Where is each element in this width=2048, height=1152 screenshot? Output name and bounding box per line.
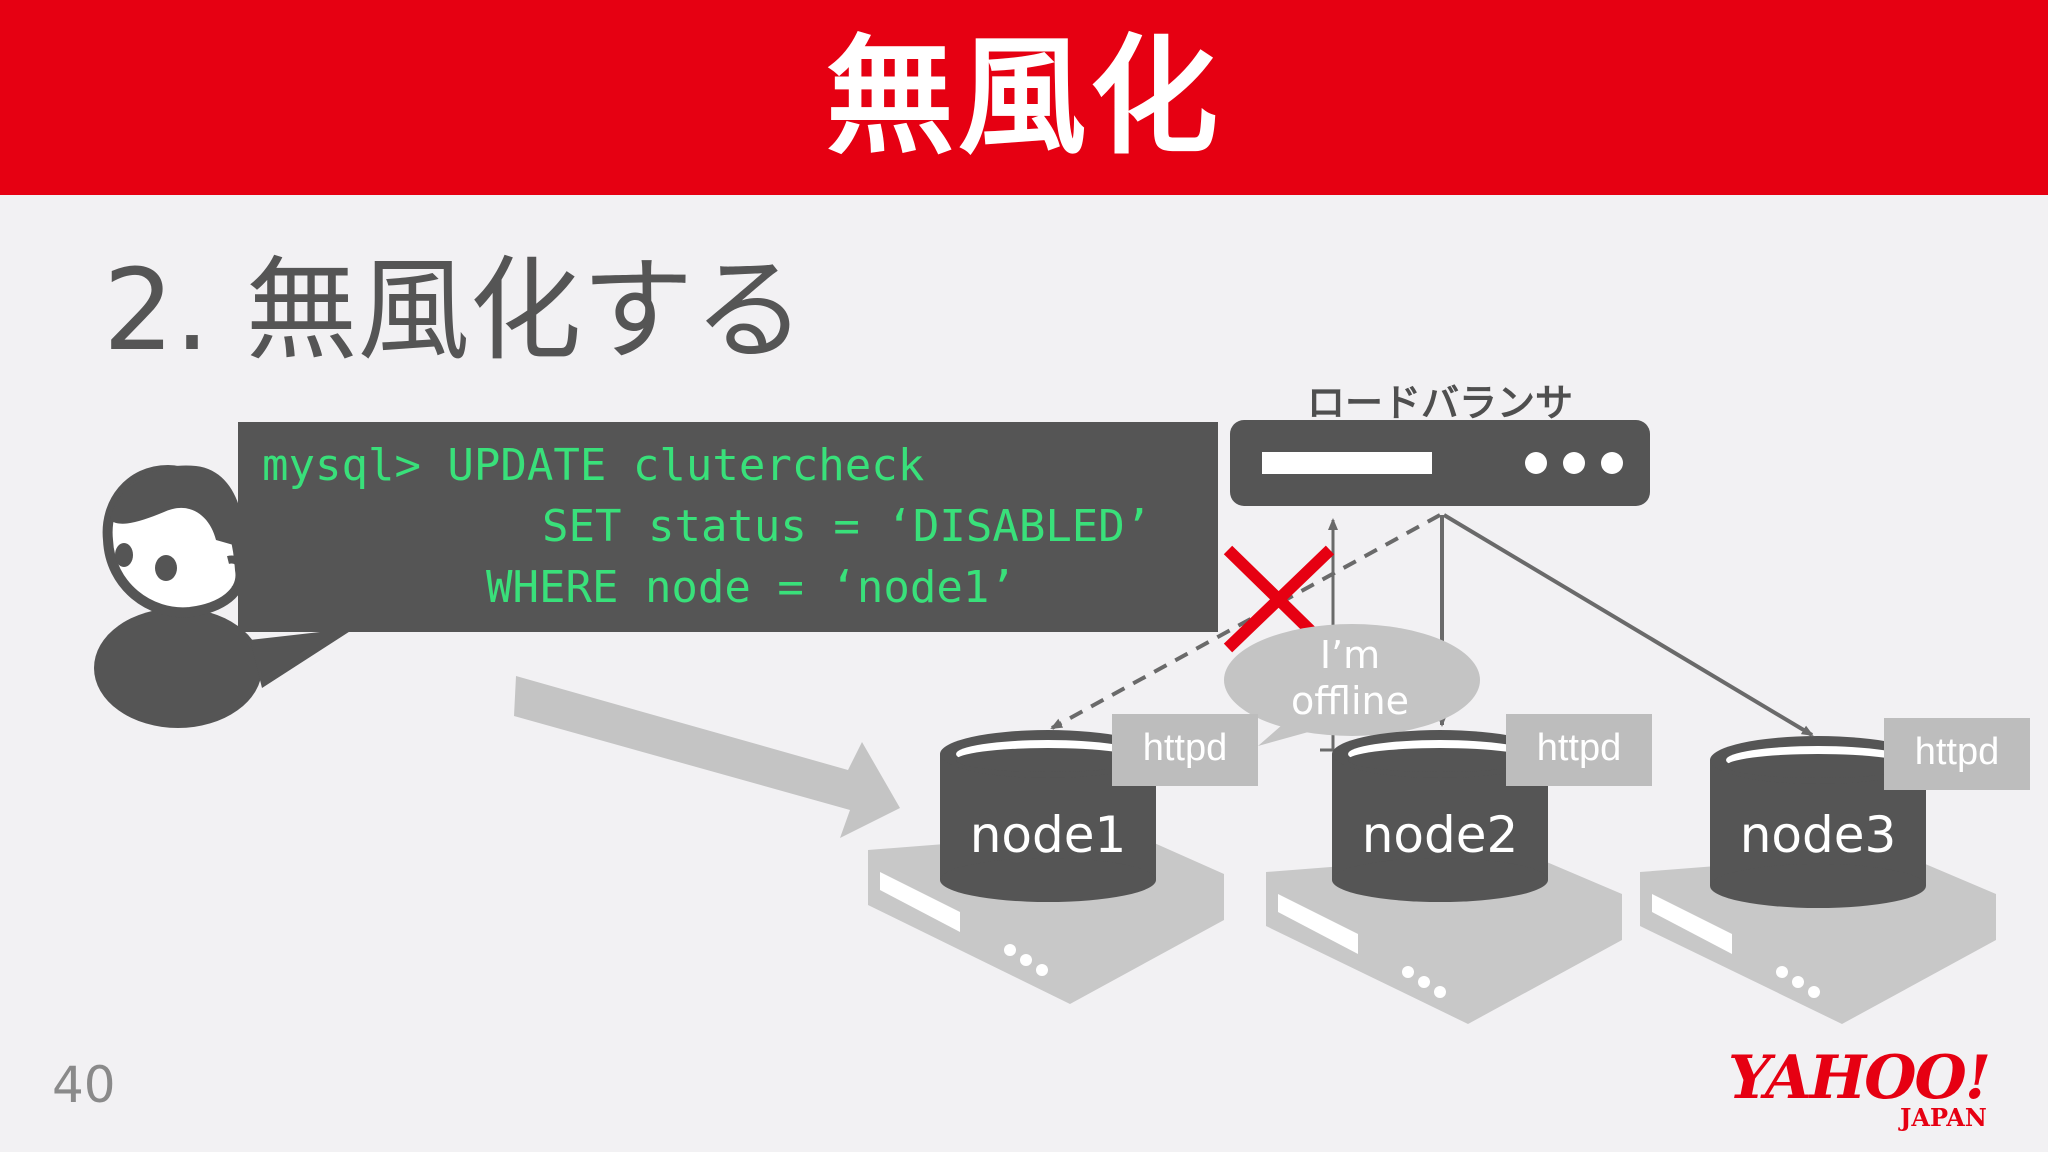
node1-label: node1 xyxy=(969,806,1127,864)
load-balancer-icon xyxy=(1230,420,1650,506)
server-base-node2 xyxy=(1266,852,1622,1024)
header-bar xyxy=(0,0,2048,195)
action-arrow xyxy=(514,676,900,838)
slide-title: 無風化 xyxy=(825,23,1222,172)
offline-bubble-line-1: I’m xyxy=(1319,633,1381,677)
load-balancer-label: ロードバランサ xyxy=(1306,381,1573,425)
node-to-lb-health-line xyxy=(1320,518,1338,752)
httpd-tag-node1: httpd xyxy=(1112,714,1258,786)
lb-to-node1-line xyxy=(1050,513,1441,730)
slide-subtitle: 2. 無風化する xyxy=(103,246,806,376)
offline-speech-bubble xyxy=(1224,624,1480,746)
httpd-tag-node2: httpd xyxy=(1506,714,1652,786)
sql-line-2: SET status = ‘DISABLED’ xyxy=(542,501,1152,552)
node3-label: node3 xyxy=(1739,806,1897,864)
httpd-tag-node3: httpd xyxy=(1884,718,2030,790)
sql-code-box: mysql> UPDATE clutercheck SET status = ‘… xyxy=(238,422,1218,632)
lb-to-node3-line xyxy=(1442,513,1814,737)
offline-bubble-text: I’m offline xyxy=(1225,632,1475,724)
sql-line-3: WHERE node = ‘node1’ xyxy=(486,562,1016,613)
page-number: 40 xyxy=(52,1056,116,1114)
offline-bubble-line-2: offline xyxy=(1290,679,1409,723)
disconnected-cross-icon xyxy=(1223,545,1335,653)
person-icon xyxy=(94,464,355,728)
yahoo-logo: YAHOO! xyxy=(1728,1043,1991,1113)
sql-line-1: mysql> UPDATE clutercheck xyxy=(262,440,925,491)
node2-label: node2 xyxy=(1361,806,1519,864)
yahoo-logo-subtext: JAPAN xyxy=(1900,1103,1987,1132)
